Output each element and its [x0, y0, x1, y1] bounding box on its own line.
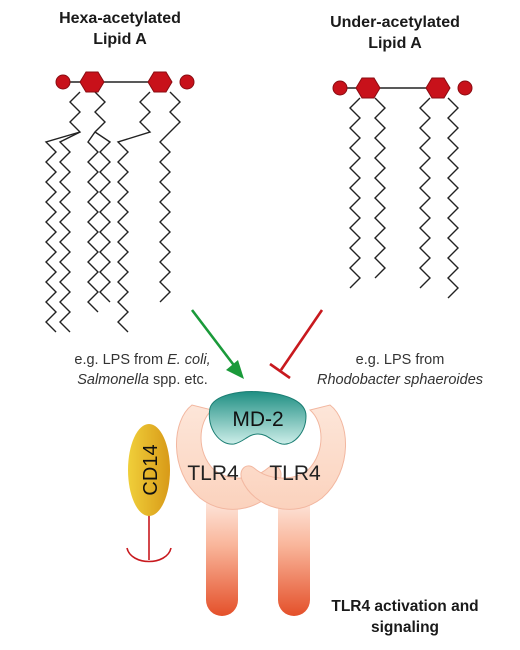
inhibition-arrow — [269, 309, 324, 380]
acyl-chains-left — [44, 91, 181, 333]
tlr4-right-horseshoe — [240, 404, 346, 510]
under-acetylated-lipid-a — [332, 77, 473, 299]
hexa-caption: e.g. LPS from E. coli, Salmonella spp. e… — [30, 350, 255, 390]
under-acetylated-title: Under-acetylated Lipid A — [305, 12, 485, 54]
md2-label: MD-2 — [232, 408, 283, 431]
tlr4-right-label: TLR4 — [269, 462, 321, 485]
tlr4-right-stem — [278, 488, 310, 616]
hexa-title-line1: Hexa-acetylated — [59, 10, 181, 27]
activation-arrow — [190, 309, 244, 379]
outcome-line1: TLR4 activation and — [331, 598, 479, 615]
hexa-acetylated-lipid-a — [44, 71, 195, 333]
under-caption-species: Rhodobacter sphaeroides — [316, 372, 484, 388]
tlr4-dimer: TLR4 TLR4 — [176, 404, 346, 616]
headgroup-right — [332, 77, 473, 99]
hexa-title-line2: Lipid A — [93, 31, 147, 48]
under-caption: e.g. LPS from Rhodobacter sphaeroides — [300, 350, 500, 390]
outcome-line2: signaling — [370, 619, 440, 636]
tlr4-left-stem — [206, 488, 238, 616]
cd14-label: CD14 — [140, 444, 162, 495]
tlr4-left-label: TLR4 — [187, 462, 239, 485]
under-caption-line1: e.g. LPS from — [355, 352, 445, 368]
hexa-acetylated-title: Hexa-acetylated Lipid A — [30, 8, 210, 50]
hexa-caption-suffix: spp. etc. — [148, 372, 208, 388]
under-title-line1: Under-acetylated — [330, 14, 460, 31]
hexa-caption-prefix: e.g. LPS from — [74, 352, 168, 368]
hexa-caption-species2: Salmonella — [77, 372, 149, 388]
outcome-label: TLR4 activation and signaling — [305, 596, 505, 638]
md2: MD-2 — [208, 391, 307, 445]
headgroup-left — [55, 71, 195, 93]
under-title-line2: Lipid A — [368, 35, 422, 52]
hexa-caption-species1: E. coli, — [167, 352, 211, 368]
cd14: CD14 — [126, 424, 172, 563]
acyl-chains-right — [349, 97, 459, 299]
